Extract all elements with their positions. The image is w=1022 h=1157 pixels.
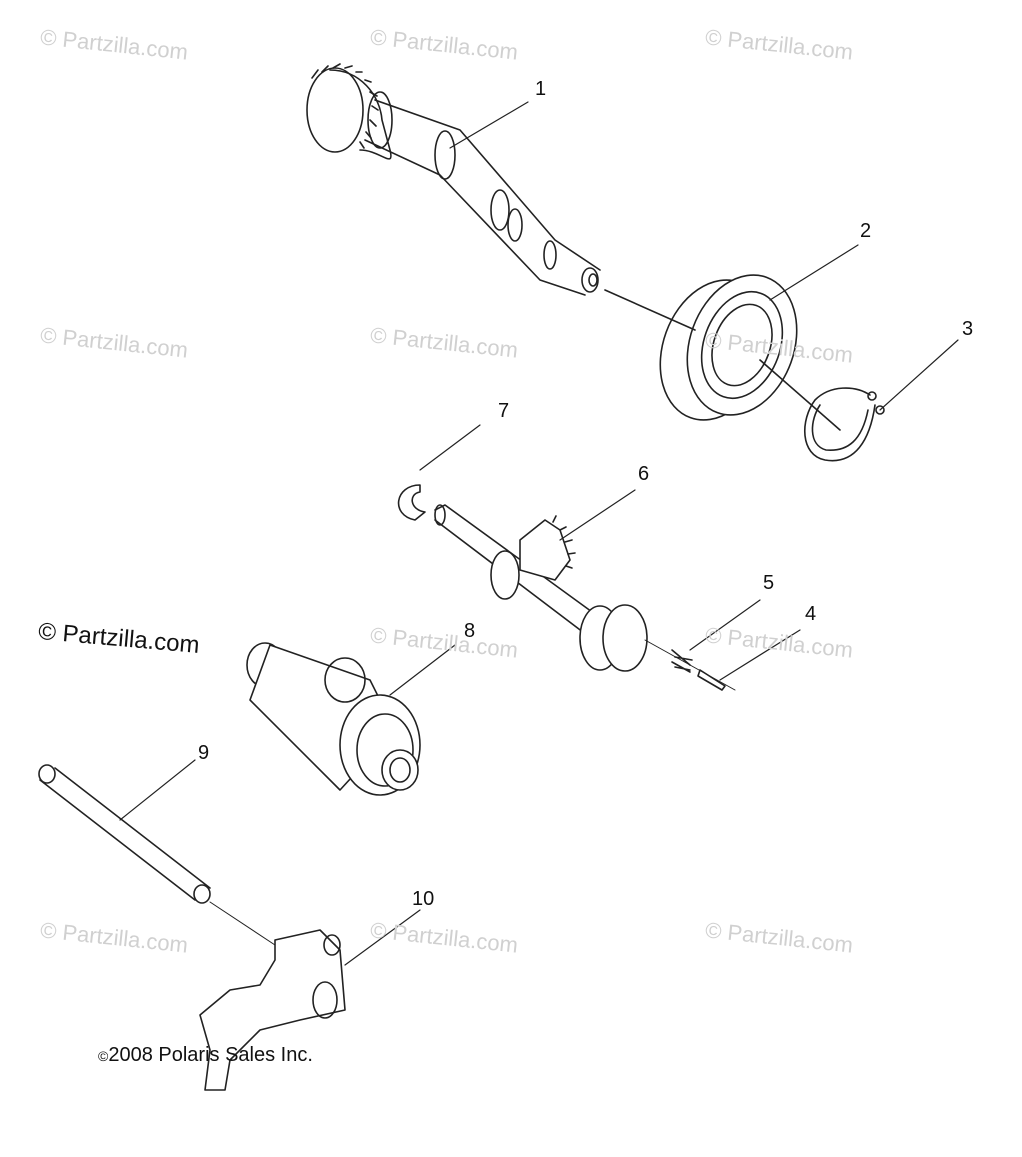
callout-7: 7	[498, 400, 510, 422]
callout-5: 5	[763, 572, 775, 594]
leader-lines	[119, 101, 959, 966]
callout-2: 2	[860, 220, 872, 242]
callout-1: 1	[535, 78, 547, 100]
callout-4: 4	[805, 603, 817, 625]
callout-10: 10	[412, 888, 435, 910]
part-9-rod	[38, 764, 276, 946]
copyright-symbol: ©	[98, 1048, 109, 1064]
copyright-text: 2008 Polaris Sales Inc.	[108, 1044, 313, 1066]
part-7-e-clip	[397, 484, 426, 521]
part-3-retaining-ring	[804, 387, 885, 462]
callout-3: 3	[962, 318, 974, 340]
copyright-notice: ©2008 Polaris Sales Inc.	[98, 1044, 313, 1067]
part-10-shift-fork	[199, 929, 346, 1091]
part-5-spring	[671, 649, 693, 673]
callout-9: 9	[198, 742, 210, 764]
part-1-shaft	[306, 63, 601, 296]
callout-6: 6	[638, 463, 650, 485]
part-2-bearing	[604, 274, 841, 431]
part-6-shift-shaft	[434, 504, 648, 672]
callout-8: 8	[464, 620, 476, 642]
part-8-shift-drum	[246, 642, 421, 796]
part-4-pin	[644, 639, 736, 691]
